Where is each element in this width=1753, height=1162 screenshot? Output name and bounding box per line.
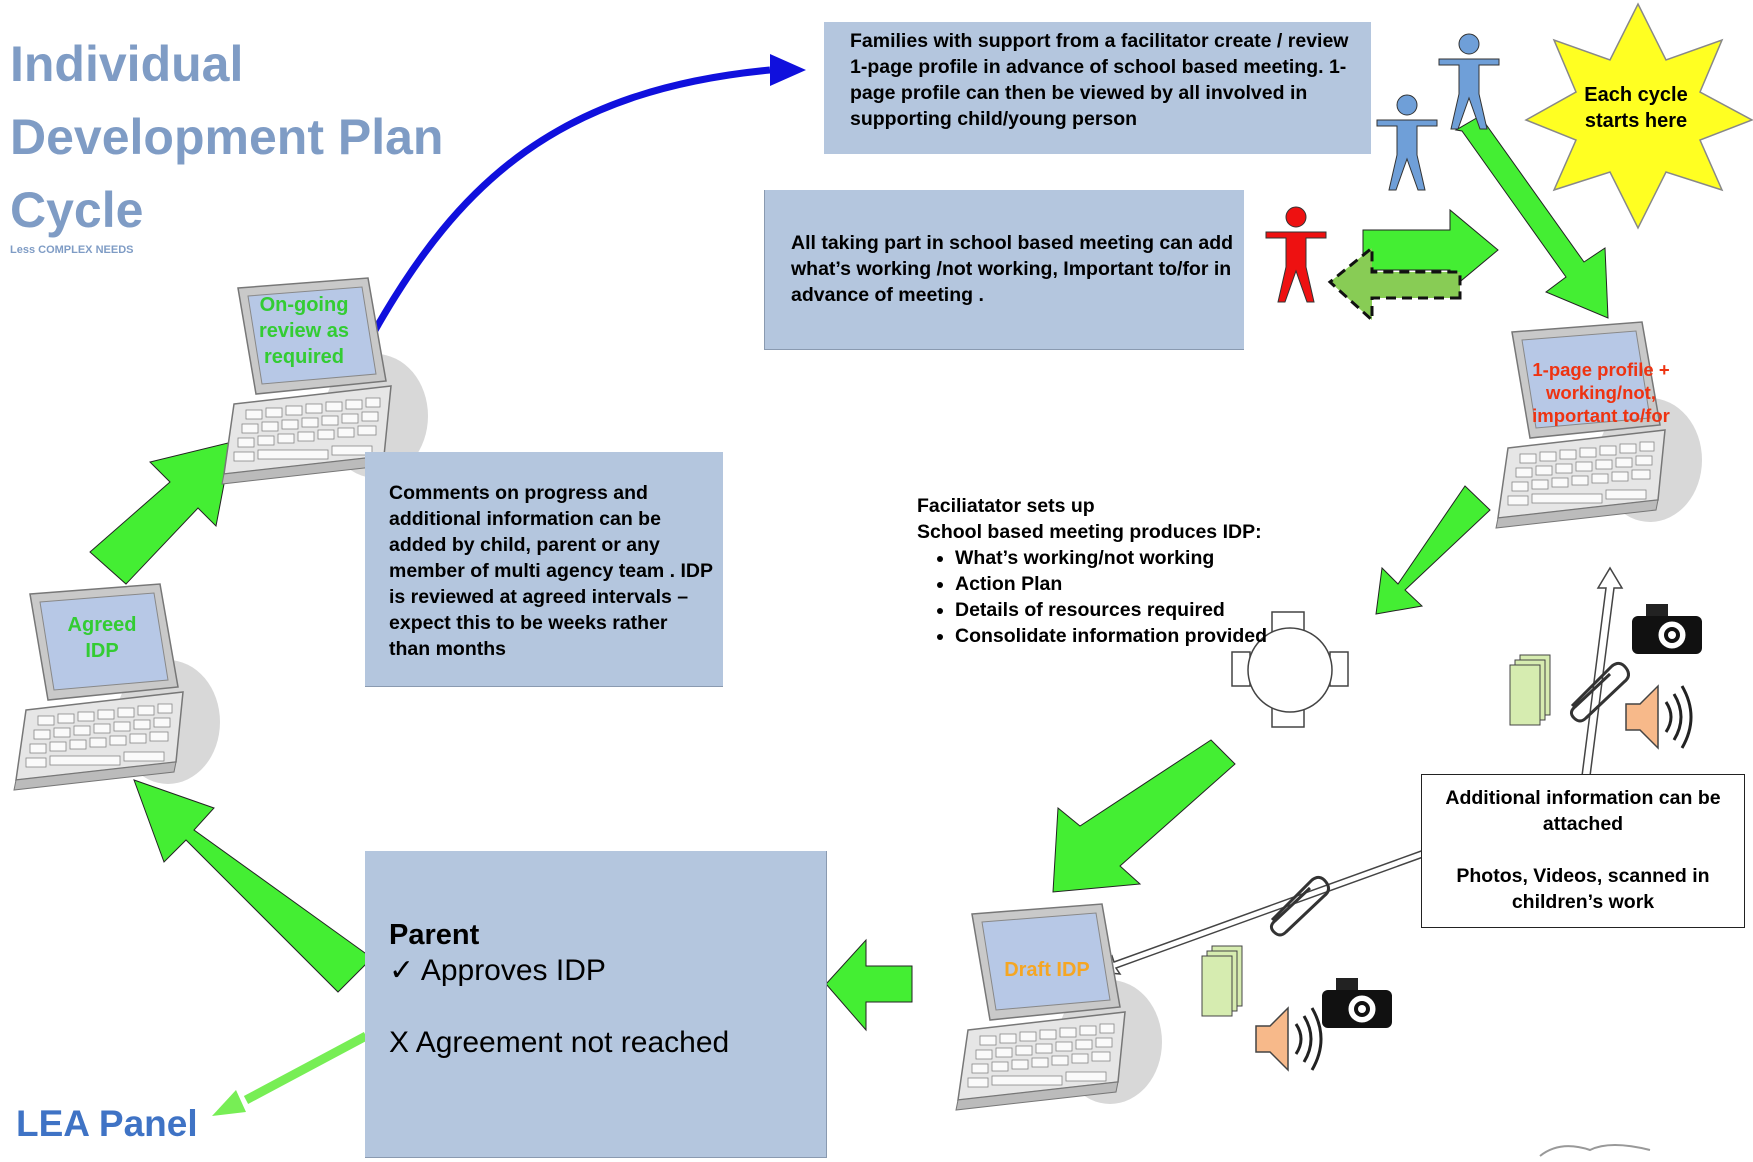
speaker-icon-2 [1254,1006,1323,1072]
subtitle: Less COMPLEX NEEDS [10,244,134,256]
doc-icon-2 [1201,945,1243,1017]
additional-info-line-1: Additional information can be attached [1445,787,1721,835]
thin-arrow-to-draft [1096,849,1427,975]
facilitator-item: Details of resources required [955,597,1277,623]
comments-box: Comments on progress and additional info… [365,452,723,687]
blue-curved-arrow [370,66,771,334]
meeting-table [1231,611,1349,728]
facilitator-list: What’s working/not working Action Plan D… [917,545,1277,649]
parent-approves: ✓ Approves IDP [389,954,606,987]
arrow-agreed-to-ongoing [89,441,233,585]
laptop-draft [955,903,1163,1111]
speaker-icon-1 [1624,684,1693,750]
facilitator-line-2: School based meeting produces IDP: [917,521,1262,543]
parent-heading: Parent [389,919,480,951]
title-line-1: Individual [10,36,244,92]
logo-scribble [1539,1144,1651,1157]
title-line-3: Cycle [10,182,144,238]
lea-panel-label: LEA Panel [16,1103,198,1144]
arrow-left-dashed [1327,244,1462,324]
additional-info-box: Additional information can be attached P… [1421,774,1745,928]
diagram-title: Individual Development Plan Cycle [10,28,443,247]
title-line-2: Development Plan [10,109,444,165]
parent-box: Parent ✓ Approves IDP X Agreement not re… [365,851,827,1158]
facilitator-item: What’s working/not working [955,545,1277,571]
parent-not-agreed: X Agreement not reached [389,1026,730,1059]
arrow-draft-to-parent [825,938,913,1032]
laptop-agreed-label: Agreed IDP [67,614,137,662]
facilitator-text: Faciliatator sets up School based meetin… [917,493,1277,649]
star-label: Each cycle starts here [1584,84,1688,132]
camera-icon-2 [1320,976,1394,1030]
arrow-meeting-to-draft [1052,739,1236,893]
blue-arrowhead [770,54,806,86]
doc-icon-1 [1509,654,1551,726]
lea-line [243,1032,369,1104]
arrow-parent-to-agreed [133,779,373,993]
camera-icon-1 [1630,602,1704,656]
arrow-figures-to-profile [1454,115,1609,319]
thin-arrow-up [1581,566,1624,777]
arrow-profile-to-meeting [1375,485,1491,615]
facilitator-line-1: Faciliatator sets up [917,495,1095,517]
facilitator-item: Consolidate information provided [955,623,1277,649]
yellow-star [1524,2,1753,230]
laptop-profile-label: 1-page profile + working/not, important … [1532,359,1670,426]
additional-info-line-2: Photos, Videos, scanned in children’s wo… [1456,865,1710,913]
school-meeting-box: All taking part in school based meeting … [764,190,1244,350]
families-box: Families with support from a facilitator… [824,22,1371,154]
arrow-right-top [1362,208,1499,292]
facilitator-item: Action Plan [955,571,1277,597]
laptop-draft-label: Draft IDP [1004,959,1090,981]
laptop-ongoing-label: On-going review as required [258,294,350,368]
lea-arrowhead [212,1090,246,1116]
